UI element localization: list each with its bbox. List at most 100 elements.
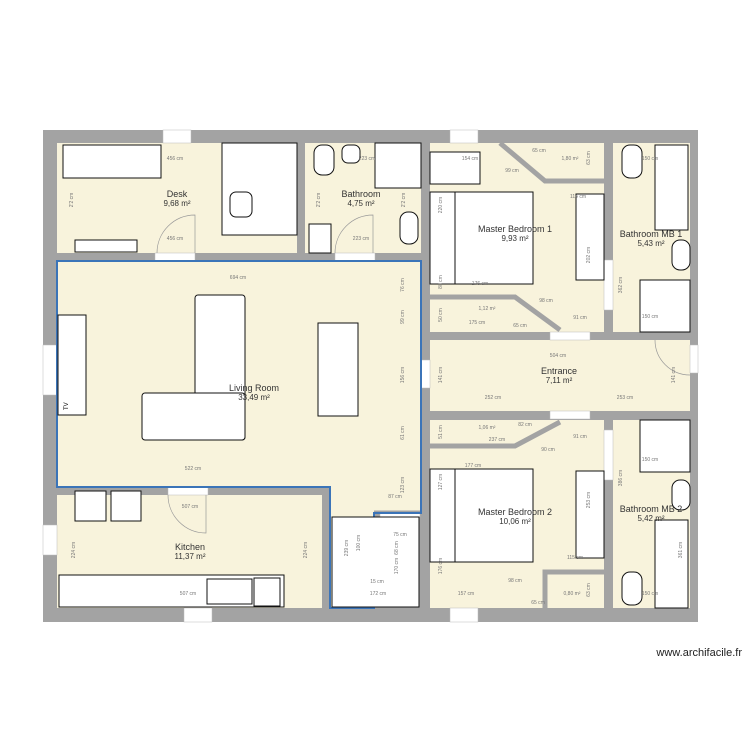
shower — [374, 142, 422, 189]
room-name: Bathroom — [341, 189, 380, 199]
dimension-label: 1,12 m² — [479, 306, 496, 312]
dimension-label: 82 cm — [518, 422, 532, 428]
nightstand-1 — [429, 191, 456, 285]
dimension-label: 141 cm — [671, 367, 677, 383]
dimension-label: 156 cm — [400, 367, 406, 383]
dresser-1 — [429, 151, 481, 185]
bed-1 — [454, 191, 534, 285]
dimension-label: 507 cm — [182, 504, 198, 510]
shower-mb1 — [639, 279, 691, 333]
dimension-label: 150 cm — [642, 457, 658, 463]
dimension-label: 100 cm — [356, 535, 362, 551]
dimension-label: 87 cm — [388, 494, 402, 500]
dining-table — [317, 322, 359, 417]
dimension-label: 176 cm — [472, 281, 488, 287]
door-swings — [156, 214, 691, 534]
dimension-label: 15 cm — [370, 579, 384, 585]
dimension-label: 75 cm — [393, 532, 407, 538]
room-floor-entrance[interactable] — [430, 340, 690, 411]
bathtub-2 — [654, 519, 689, 609]
nightstand-2 — [429, 468, 456, 563]
dimension-label: 114 cm — [570, 194, 586, 200]
dimension-label: 456 cm — [167, 156, 183, 162]
dimension-label: 115 cm — [567, 555, 583, 561]
dimension-label: 98 cm — [539, 298, 553, 304]
wardrobe-1 — [575, 193, 605, 281]
bed-2 — [454, 468, 534, 563]
bookshelf — [74, 239, 138, 253]
dimension-label: 123 cm — [400, 477, 406, 493]
dimension-label: 522 cm — [185, 466, 201, 472]
dimension-label: 76 cm — [400, 278, 406, 292]
dimension-label: 154 cm — [462, 156, 478, 162]
toilet-mb2 — [621, 571, 643, 606]
bathtub-1 — [654, 144, 689, 231]
wardrobe-2 — [575, 470, 605, 559]
dimension-label: 50 cm — [438, 308, 444, 322]
sectional-sofa-chaise — [141, 392, 246, 441]
dimension-label: 172 cm — [370, 591, 386, 597]
room-area: 7,11 m² — [546, 376, 573, 385]
dimension-label: 2'2 cm — [401, 193, 407, 208]
dimension-label: 361 cm — [678, 542, 684, 558]
fridge — [74, 490, 107, 522]
dimension-label: 63 cm — [586, 151, 592, 165]
room-area: 9,93 m² — [501, 234, 528, 243]
dimension-label: 2'2 cm — [69, 193, 75, 208]
dimension-label: 65 cm — [531, 600, 545, 606]
dimension-label: 456 cm — [167, 236, 183, 242]
living-room-selection-outline[interactable] — [56, 260, 422, 609]
dimension-label: 127 cm — [438, 474, 444, 490]
room-name: Entrance — [541, 366, 577, 376]
room-area: 11,37 m² — [175, 552, 206, 561]
dimension-label: 237 cm — [489, 437, 505, 443]
dimension-label: 150 cm — [642, 591, 658, 597]
dimension-label: 224 cm — [71, 542, 77, 558]
dimension-label: 175 cm — [469, 320, 485, 326]
room-name: Kitchen — [175, 542, 205, 552]
room-name: Master Bedroom 1 — [478, 224, 552, 234]
room-area: 33,49 m² — [238, 393, 270, 402]
dimension-label: 386 cm — [618, 470, 624, 486]
room-name: Living Room — [229, 383, 279, 393]
dimension-label: 507 cm — [180, 591, 196, 597]
dimension-label: 252 cm — [485, 395, 501, 401]
desk-table — [221, 142, 298, 236]
dimension-label: 220 cm — [438, 197, 444, 213]
room-area: 4,75 m² — [347, 199, 374, 208]
room-area: 10,06 m² — [499, 517, 531, 526]
staircase — [331, 516, 420, 608]
dimension-label: 0,80 m² — [564, 591, 581, 597]
openings — [42, 129, 699, 623]
dimension-label: 176 cm — [438, 558, 444, 574]
dimension-label: 362 cm — [618, 277, 624, 293]
dimension-label: 1,80 m² — [562, 156, 579, 162]
dimension-label: 63 cm — [586, 583, 592, 597]
toilet — [313, 144, 335, 176]
dimension-label: 99 cm — [400, 310, 406, 324]
dimension-label: 694 cm — [230, 275, 246, 281]
dimension-label: 224 cm — [303, 542, 309, 558]
office-chair — [229, 191, 253, 218]
dimension-label: 68 cm — [394, 541, 400, 555]
dimension-label: 150 cm — [642, 156, 658, 162]
sink-mb2 — [671, 479, 691, 511]
toilet-mb1 — [621, 144, 643, 179]
dimension-label: 202 cm — [586, 247, 592, 263]
dimension-label: 239 cm — [344, 540, 350, 556]
dimension-label: 90 cm — [541, 447, 555, 453]
dimension-label: 91 cm — [573, 434, 587, 440]
dimension-label: 2'2 cm — [316, 193, 322, 208]
dimension-label: 253 cm — [617, 395, 633, 401]
washing-machine — [308, 223, 332, 254]
dimension-label: 177 cm — [465, 463, 481, 469]
dimension-label: 141 cm — [438, 367, 444, 383]
dimension-label: 80 cm — [438, 275, 444, 289]
tv-stand — [57, 314, 87, 416]
shower-mb2 — [639, 419, 691, 473]
room-area: 5,42 m² — [637, 514, 664, 523]
sofa — [62, 144, 162, 179]
room-area: 5,43 m² — [637, 239, 664, 248]
